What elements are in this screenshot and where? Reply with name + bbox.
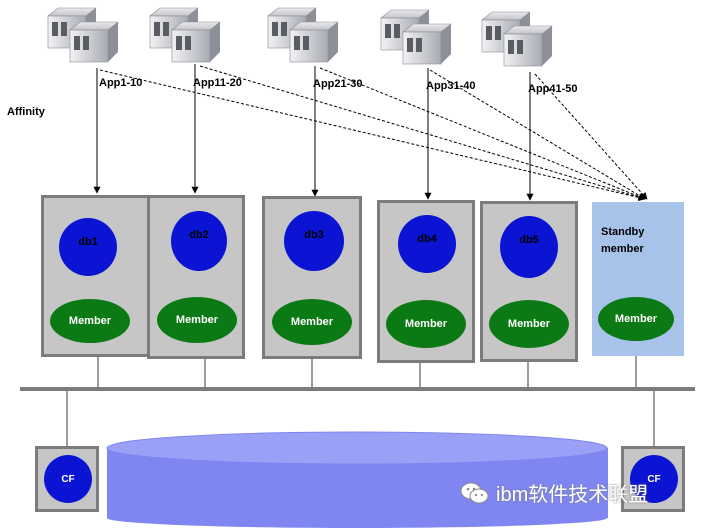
standby-member-ellipse-label: Member [614, 313, 658, 325]
member-ellipse-4: Member [386, 300, 466, 348]
app-group-label-3: App21-30 [313, 78, 363, 90]
member-node-4: db4 Member [377, 200, 475, 363]
member-label-2: Member [175, 314, 219, 326]
cf-label-1: CF [61, 473, 75, 485]
member-node-2: db2 Member [147, 195, 245, 359]
db-label-5: db5 [519, 234, 539, 246]
member-ellipse-2: Member [157, 297, 237, 343]
wechat-icon [460, 482, 489, 503]
db-label-2: db2 [189, 229, 209, 241]
standby-label: Standby member [601, 224, 644, 258]
network-bus [20, 387, 695, 391]
app-group-label-5: App41-50 [528, 83, 578, 95]
cf-node-1: CF [35, 446, 99, 512]
affinity-label: Affinity [7, 106, 45, 118]
shared-storage-cylinder [106, 431, 608, 528]
db-circle-1: db1 [59, 218, 117, 276]
watermark-text: ibm软件技术联盟 [496, 484, 649, 506]
cf-node-2: CF [621, 446, 685, 512]
db-circle-2: db2 [171, 211, 227, 271]
standby-member-ellipse: Member [598, 297, 674, 341]
standby-member-node: Standby member Member [592, 202, 684, 356]
member-label-3: Member [290, 316, 334, 328]
db-circle-5: db5 [500, 216, 558, 278]
member-node-5: db5 Member [480, 201, 578, 362]
db-label-3: db3 [304, 229, 324, 241]
failover-arrow-2 [199, 65, 646, 201]
app-group-label-4: App31-40 [426, 80, 476, 92]
member-ellipse-5: Member [489, 300, 569, 348]
app-server-stack-icon-1 [47, 7, 119, 63]
db-label-4: db4 [417, 233, 437, 245]
member-ellipse-3: Member [272, 299, 352, 345]
db-label-1: db1 [78, 236, 98, 248]
standby-label-line2: member [601, 243, 644, 255]
cf-circle-1: CF [44, 455, 92, 503]
db-circle-3: db3 [284, 211, 344, 271]
failover-arrow-5 [534, 73, 648, 200]
member-node-3: db3 Member [262, 196, 362, 359]
standby-label-line1: Standby [601, 226, 645, 238]
app-server-stack-icon-2 [149, 7, 221, 63]
app-server-stack-icon-5 [481, 11, 553, 67]
app-server-stack-icon-3 [267, 7, 339, 63]
member-node-1: db1 Member [41, 195, 155, 357]
db-circle-4: db4 [398, 215, 456, 273]
app-group-label-2: App11-20 [193, 77, 242, 89]
member-label-1: Member [68, 315, 112, 327]
failover-arrow-4 [429, 69, 646, 200]
member-label-4: Member [404, 318, 448, 330]
member-ellipse-1: Member [50, 299, 130, 343]
app-group-label-1: App1-10 [99, 77, 143, 89]
cf-label-2: CF [647, 473, 661, 485]
watermark: ibm软件技术联盟 [460, 478, 648, 507]
failover-arrow-1 [99, 69, 646, 201]
failover-arrow-3 [319, 67, 646, 200]
member-label-5: Member [507, 318, 551, 330]
cf-circle-2: CF [630, 455, 678, 503]
app-server-stack-icon-4 [380, 9, 452, 65]
